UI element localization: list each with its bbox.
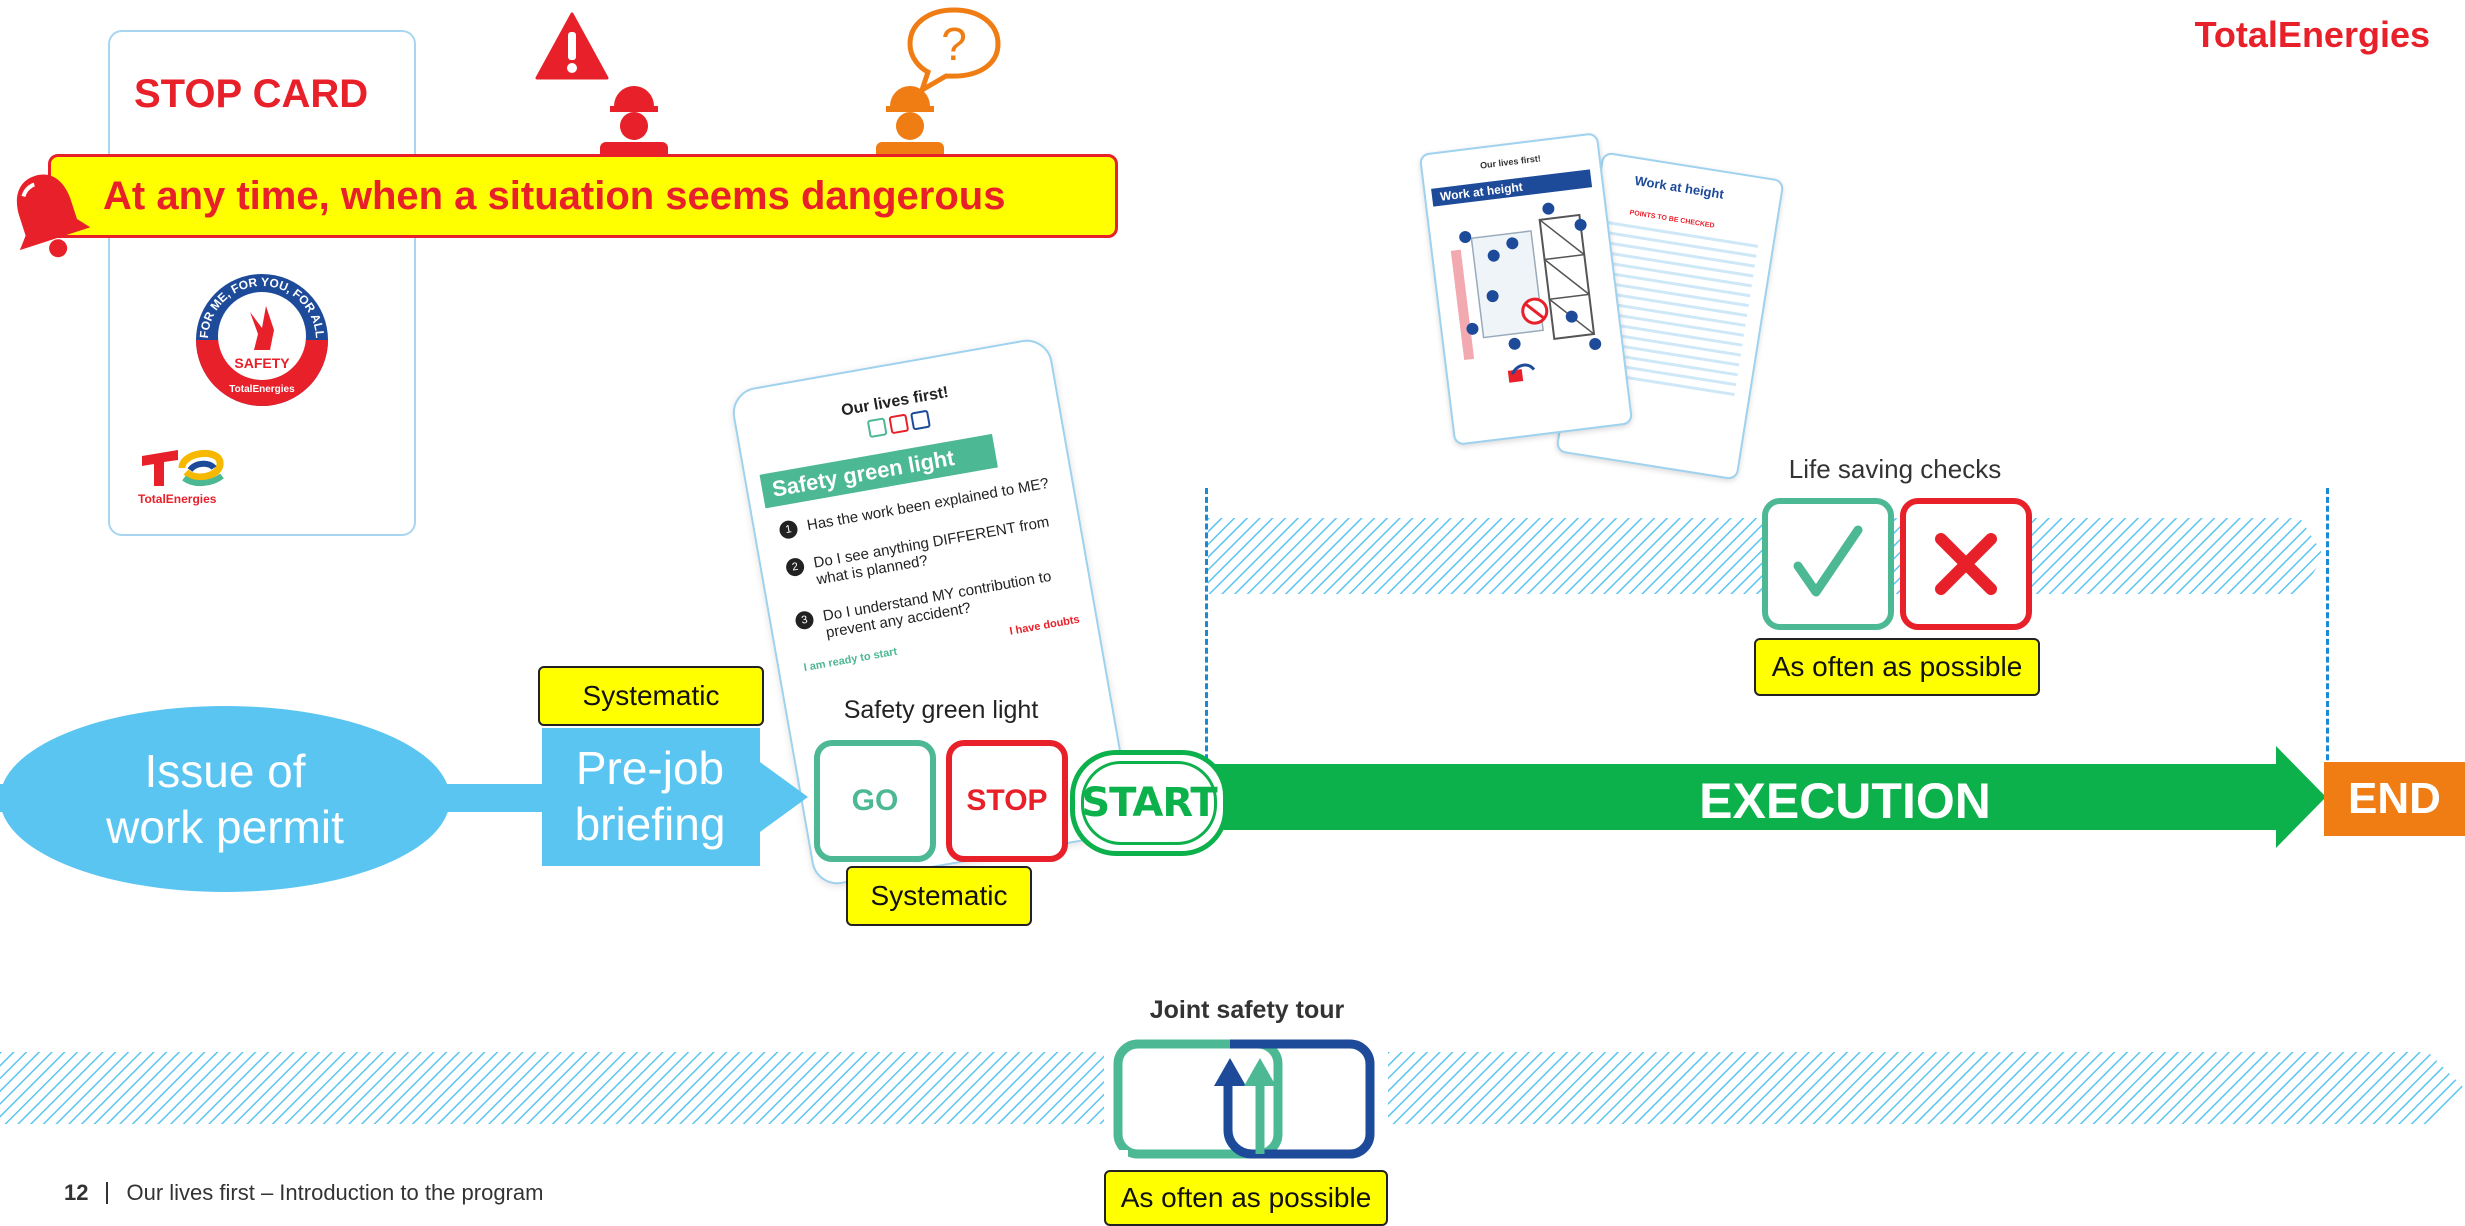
green-card-ready: I am ready to start <box>802 645 899 675</box>
page-number: 12 <box>64 1180 89 1205</box>
pre-job-systematic: Systematic <box>538 666 764 726</box>
start-badge[interactable]: START <box>1070 750 1228 856</box>
check-icon <box>1762 498 1894 630</box>
joint-tour-hatched-arrow-left <box>0 1052 1104 1124</box>
green-card-doubts: I have doubts <box>1008 613 1081 638</box>
svg-text:?: ? <box>941 18 967 70</box>
end-block: END <box>2324 762 2465 836</box>
safety-badge-icon: SAFETY TotalEnergies FOR ME, FOR YOU, FO… <box>196 274 328 406</box>
worker-question-icon <box>876 86 944 158</box>
execution-label: EXECUTION <box>1699 773 1991 829</box>
joint-tour-title: Joint safety tour <box>1149 996 1345 1024</box>
footer: 12 Our lives first – Introduction to the… <box>64 1180 543 1206</box>
work-at-height-card-front: Our lives first! Work at height <box>1418 132 1634 446</box>
permit-connector <box>446 784 542 812</box>
danger-banner-text: At any time, when a situation seems dang… <box>103 173 1006 218</box>
brand-logo: TotalEnergies <box>2194 14 2430 55</box>
stop-button[interactable]: STOP <box>946 740 1068 862</box>
green-light-label: Safety green light <box>843 696 1039 724</box>
badge-label: SAFETY <box>234 355 290 371</box>
pre-job-briefing-label: Pre-job briefing <box>574 742 726 850</box>
green-light-systematic: Systematic <box>846 866 1032 926</box>
green-light-label-panel <box>816 688 1078 738</box>
pre-job-briefing-shape[interactable] <box>542 728 818 866</box>
badge-brand: TotalEnergies <box>229 384 295 395</box>
stop-card-logo-text: TotalEnergies <box>138 492 217 506</box>
life-saving-frequency: As often as possible <box>1754 638 2040 696</box>
footer-text: Our lives first – Introduction to the pr… <box>126 1180 544 1205</box>
stop-card: STOP CARD SAFETY TotalEnergies FOR ME, F… <box>108 30 416 536</box>
danger-banner: At any time, when a situation seems dang… <box>48 154 1118 238</box>
cross-icon <box>1900 498 2032 630</box>
execution-arrow <box>1200 746 2326 848</box>
stop-label: STOP <box>966 784 1048 817</box>
bell-icon <box>16 174 90 258</box>
go-label: GO <box>851 784 899 817</box>
worker-alert-icon <box>600 86 668 158</box>
back-card-title: Work at height <box>1633 172 1725 202</box>
execution-end-divider <box>2326 488 2329 778</box>
life-saving-title: Life saving checks <box>1788 454 2002 484</box>
execution-start-divider <box>1205 488 1208 778</box>
issue-permit-ellipse[interactable]: Issue of work permit <box>0 706 450 892</box>
warning-icon <box>535 12 609 80</box>
joint-tour-icon <box>1113 1039 1375 1159</box>
stop-card-title: STOP CARD <box>134 72 369 116</box>
question-bubble-icon: ? <box>907 7 1001 92</box>
issue-permit-label: Issue of work permit <box>106 745 344 853</box>
end-label: END <box>2348 774 2441 823</box>
go-button[interactable]: GO <box>814 740 936 862</box>
scaffold-illustration <box>1450 202 1602 383</box>
joint-tour-frequency: As often as possible <box>1104 1170 1388 1226</box>
totalenergies-logo-icon <box>142 449 224 486</box>
footer-divider <box>106 1182 109 1204</box>
joint-tour-hatched-arrow-right <box>1388 1052 2464 1124</box>
